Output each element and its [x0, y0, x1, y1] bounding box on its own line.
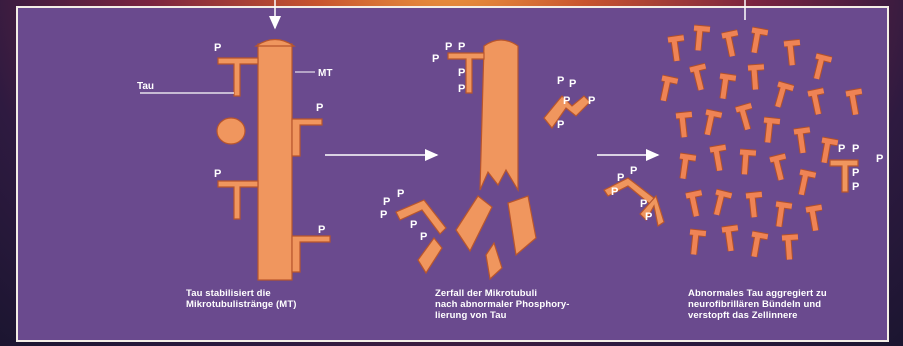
caption-step3-line1: Abnormales Tau aggregiert zu [688, 288, 888, 299]
stage1-tau-right-2 [292, 236, 330, 272]
phospho-label: P [645, 211, 652, 223]
caption-step3: Abnormales Tau aggregiert zu neurofibril… [688, 288, 888, 321]
tau-label: Tau [137, 81, 154, 92]
phospho-label: P [563, 95, 570, 107]
phospho-label: P [838, 143, 845, 155]
phospho-label: P [214, 168, 221, 180]
stage2-tau-cluster-left [396, 200, 446, 234]
phospho-label: P [611, 186, 618, 198]
stage3-neurofibrillary-tangle [657, 28, 865, 260]
phospho-label: P [852, 143, 859, 155]
phospho-label: P [410, 219, 417, 231]
caption-step3-line3: verstopft das Zellinnere [688, 310, 888, 321]
caption-step1-line1: Tau stabilisiert die [186, 288, 376, 299]
phospho-label: P [617, 172, 624, 184]
caption-step1: Tau stabilisiert die Mikrotubulistränge … [186, 288, 376, 310]
caption-step2: Zerfall der Mikrotubuli nach abnormaler … [435, 288, 645, 321]
phospho-label: P [569, 78, 576, 90]
phospho-label: P [630, 165, 637, 177]
stage1-tau-right-1 [292, 119, 322, 156]
caption-step2-line3: lierung von Tau [435, 310, 645, 321]
phospho-label: P [557, 75, 564, 87]
phospho-label: P [458, 41, 465, 53]
caption-step3-line2: neurofibrillären Bündeln und [688, 299, 888, 310]
caption-step2-line2: nach abnormaler Phosphory- [435, 299, 645, 310]
stage1-tau-left-1 [218, 58, 258, 96]
phospho-label: P [557, 119, 564, 131]
phospho-label: P [852, 167, 859, 179]
phospho-label: P [876, 153, 883, 165]
mt-label: MT [318, 68, 332, 79]
phospho-label: P [383, 196, 390, 208]
stage1-tau-left-2 [218, 181, 258, 219]
stage2-detached-tau [448, 53, 484, 93]
phospho-label: P [432, 53, 439, 65]
phospho-label: P [420, 231, 427, 243]
stage1-free-tau [217, 118, 245, 144]
stage2-fragments [418, 196, 536, 279]
stage2-broken-microtubule [480, 40, 518, 190]
stage1-microtubule [256, 40, 294, 281]
phospho-label: P [318, 224, 325, 236]
phospho-label: P [458, 83, 465, 95]
phospho-label: P [316, 102, 323, 114]
phospho-label: P [380, 209, 387, 221]
caption-step2-line1: Zerfall der Mikrotubuli [435, 288, 645, 299]
phospho-label: P [640, 198, 647, 210]
phospho-label: P [445, 41, 452, 53]
phospho-label: P [588, 95, 595, 107]
caption-step1-line2: Mikrotubulistränge (MT) [186, 299, 376, 310]
phospho-label: P [214, 42, 221, 54]
phospho-label: P [397, 188, 404, 200]
phospho-label: P [458, 67, 465, 79]
phospho-label: P [852, 181, 859, 193]
